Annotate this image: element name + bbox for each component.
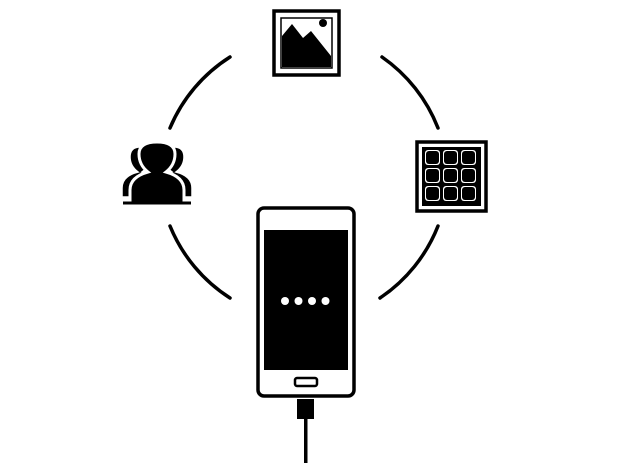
grid-cell [444,151,457,164]
image-icon [272,9,341,77]
screen-dot [321,297,330,305]
phone-screen [264,230,348,370]
grid-cell [462,187,475,200]
ring-arc-bottom-left [168,224,232,300]
grid-cell [426,151,439,164]
smartphone-icon [256,206,356,398]
connection-ring [168,55,440,300]
ring-arc-top-right [380,55,440,130]
grid-cell [444,169,457,182]
screen-dot [281,297,289,305]
screen-dot [294,297,303,305]
grid-cell [444,187,457,200]
grid-cell [426,187,439,200]
ring-arc-top-left [168,55,232,130]
screen-dot [308,297,316,305]
grid-cell [462,169,475,182]
apps-grid-icon [415,140,488,213]
ring-arc-bottom-right [378,224,440,300]
usb-cable-icon [297,399,314,463]
grid-cell [462,151,475,164]
home-button [293,376,319,388]
grid-cell [426,169,439,182]
contacts-icon [121,140,193,205]
dots-icon [281,297,330,305]
